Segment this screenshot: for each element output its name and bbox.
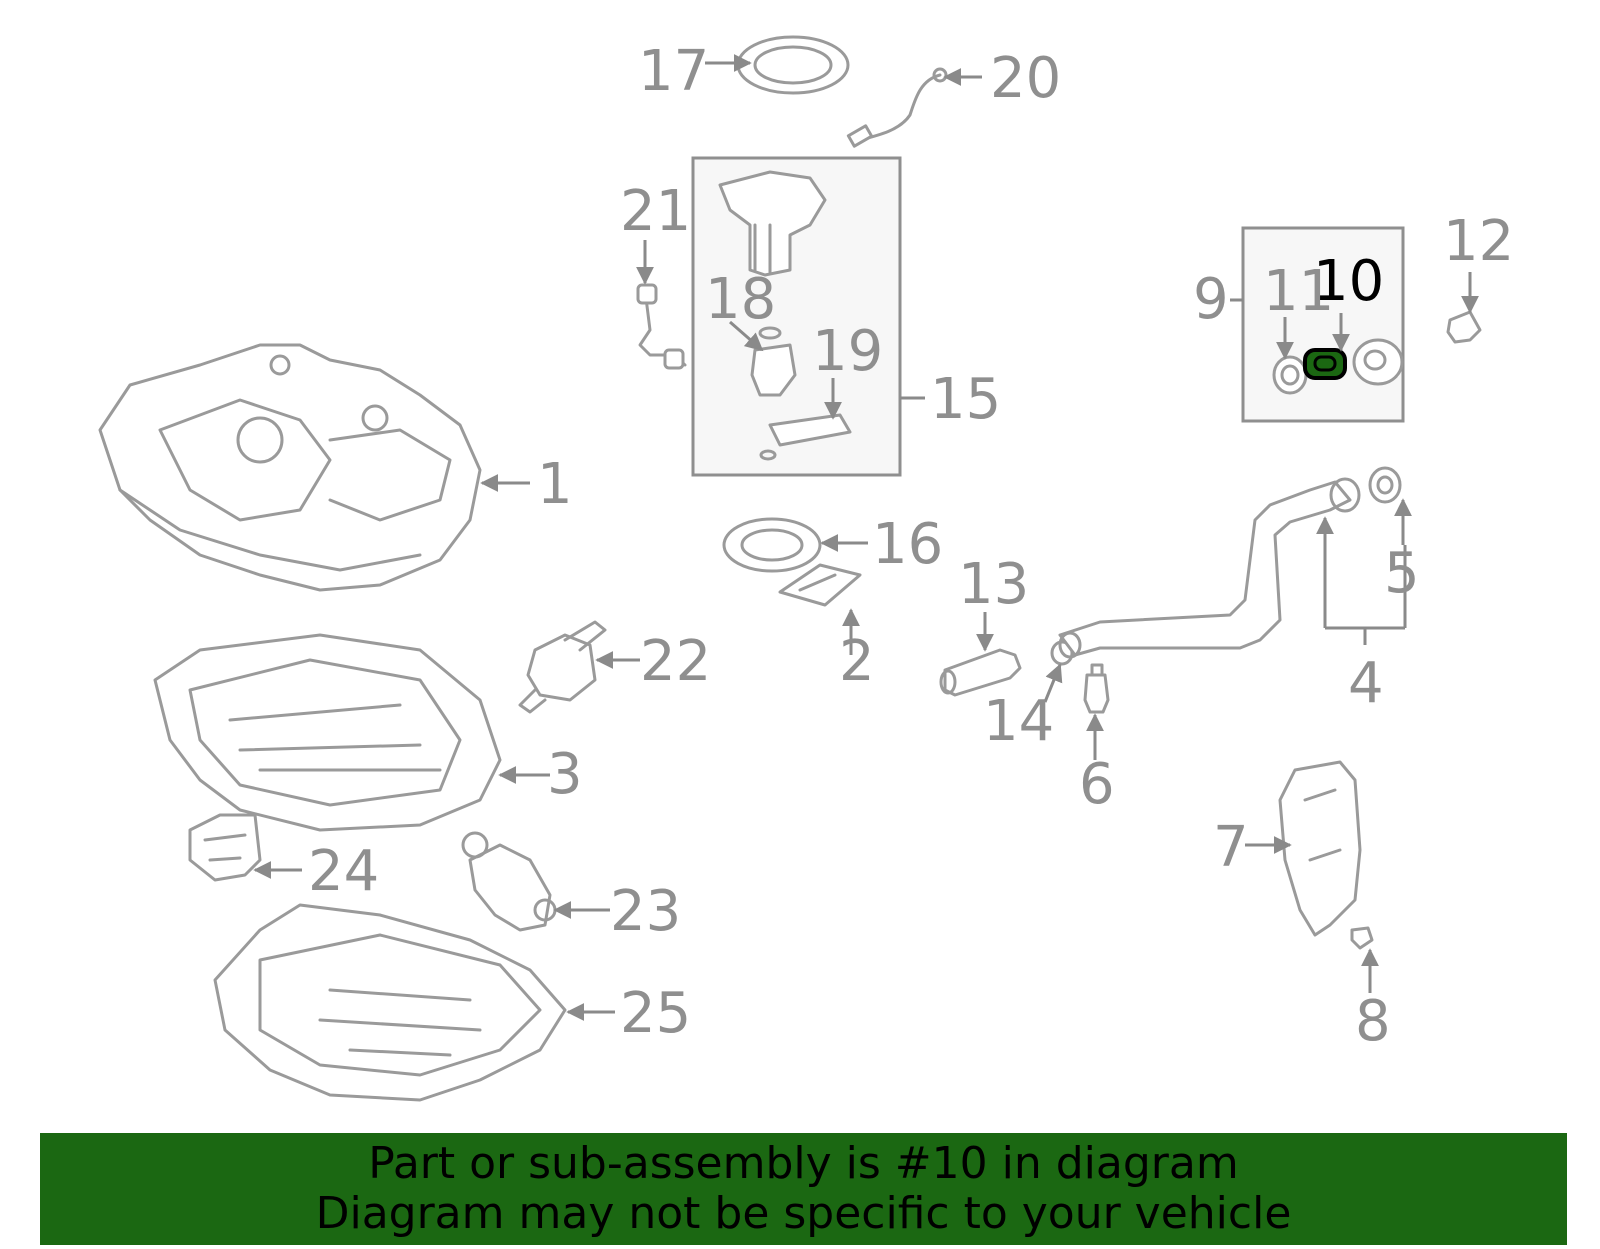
callout-9: 9	[1193, 267, 1229, 332]
callout-3: 3	[547, 742, 583, 807]
shield-part-25[interactable]	[213, 903, 567, 1102]
tank-tray-part-3[interactable]	[153, 633, 502, 832]
callout-22: 22	[640, 629, 711, 694]
callout-21: 21	[620, 179, 691, 244]
fuel-tank-part-1[interactable]	[98, 343, 482, 592]
callout-14: 14	[983, 689, 1054, 754]
clip-part-8[interactable]	[1350, 926, 1374, 950]
plug-part-12[interactable]	[1446, 310, 1482, 344]
gasket-part-2[interactable]	[778, 563, 862, 607]
canister-part-23[interactable]	[461, 831, 557, 932]
sender-part-21[interactable]	[636, 283, 687, 370]
bracket-part-24[interactable]	[188, 813, 262, 882]
callout-1: 1	[537, 452, 573, 517]
callout-20: 20	[990, 46, 1061, 111]
hose-part-13[interactable]	[939, 648, 1022, 697]
callout-24: 24	[308, 839, 379, 904]
info-banner: Part or sub-assembly is #10 in diagram D…	[40, 1133, 1567, 1245]
callout-6: 6	[1079, 752, 1115, 817]
pump-assembly-box-15[interactable]	[691, 156, 902, 477]
callout-15: 15	[930, 367, 1001, 432]
callout-10: 10	[1313, 249, 1384, 314]
callout-18: 18	[705, 267, 776, 332]
callout-labels: 1 2 3 4 5 6 7 8 9 10 11 12 13 14 15 16 1…	[308, 39, 1514, 1054]
callout-7: 7	[1213, 815, 1249, 880]
valve-part-6[interactable]	[1083, 663, 1110, 714]
splash-shield-part-7[interactable]	[1278, 760, 1362, 937]
callout-5: 5	[1384, 541, 1420, 606]
highlighted-part-10[interactable]	[1303, 348, 1347, 380]
callout-2: 2	[839, 629, 875, 694]
banner-line-2: Diagram may not be specific to your vehi…	[315, 1188, 1292, 1239]
cover-plate-part-17[interactable]	[736, 35, 850, 95]
lock-ring-part-16[interactable]	[722, 517, 822, 573]
callout-23: 23	[610, 879, 681, 944]
callout-25: 25	[620, 981, 691, 1046]
gasket-part-5[interactable]	[1368, 466, 1402, 504]
callout-16: 16	[872, 512, 943, 577]
valve-part-22[interactable]	[518, 620, 607, 714]
filler-pipe-part-4[interactable]	[1058, 477, 1361, 659]
callout-4: 4	[1348, 651, 1384, 716]
fuel-door-box-9[interactable]	[1241, 226, 1405, 423]
callout-12: 12	[1443, 209, 1514, 274]
harness-part-20[interactable]	[846, 67, 948, 148]
callout-13: 13	[958, 552, 1029, 617]
callout-8: 8	[1355, 989, 1391, 1054]
banner-line-1: Part or sub-assembly is #10 in diagram	[368, 1138, 1239, 1189]
leader-lines	[253, 54, 1479, 1021]
callout-19: 19	[812, 319, 883, 384]
callout-17: 17	[638, 39, 709, 104]
callout-11: 11	[1263, 259, 1334, 324]
